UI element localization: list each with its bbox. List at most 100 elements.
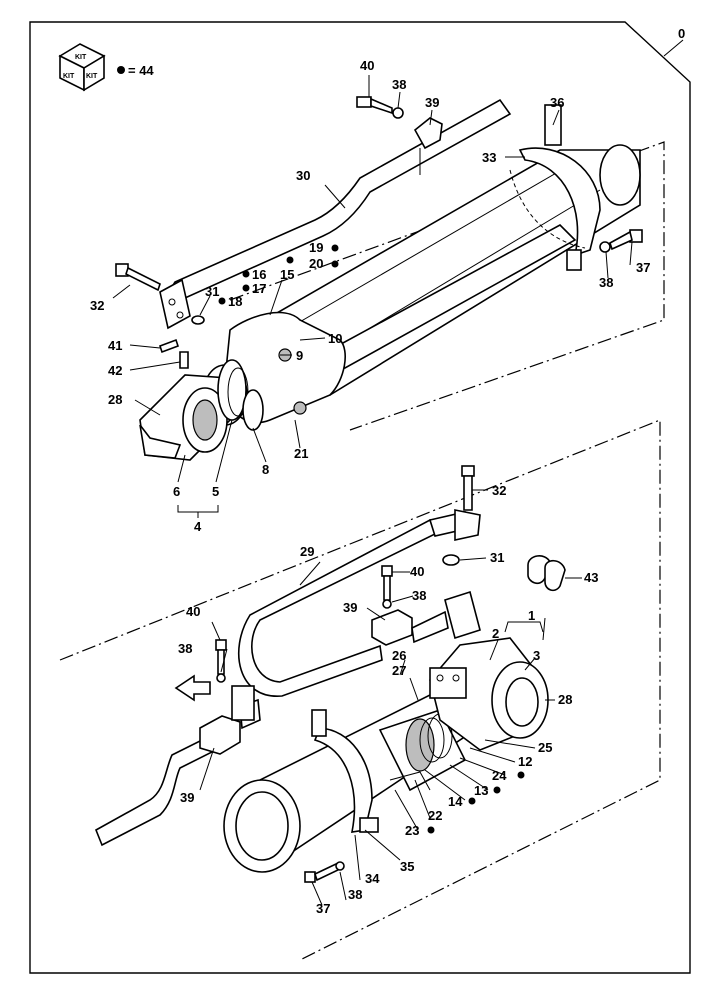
kit-legend-dot bbox=[117, 66, 125, 74]
callout-31-lower: 31 bbox=[490, 550, 504, 565]
drawing-number-leader bbox=[663, 39, 684, 57]
seal-8 bbox=[242, 389, 264, 431]
callout-34: 34 bbox=[365, 871, 380, 886]
callout-40-mid: 40 bbox=[410, 564, 424, 579]
callout-24: 24 bbox=[492, 768, 507, 783]
washer-38-mid bbox=[382, 599, 392, 609]
clamp-39-lower bbox=[199, 685, 261, 755]
kit-dot-15 bbox=[286, 256, 294, 264]
lower-boundary-line bbox=[59, 419, 661, 961]
kit-dot-20 bbox=[331, 260, 339, 268]
callout-26: 26 bbox=[392, 648, 406, 663]
callout-43: 43 bbox=[584, 570, 598, 585]
callout-39-mid: 39 bbox=[343, 600, 357, 615]
leader-lines bbox=[112, 75, 633, 906]
pipe-30 bbox=[168, 98, 512, 299]
pipe-lower-left bbox=[94, 733, 217, 847]
callout-12: 12 bbox=[518, 754, 532, 769]
callout-10: 10 bbox=[328, 331, 342, 346]
callout-labels: 40 38 39 36 33 30 19 20 16 15 17 18 31 3… bbox=[90, 58, 650, 916]
callout-30: 30 bbox=[296, 168, 310, 183]
bolt-37-lower bbox=[304, 862, 339, 883]
o-ring-31-lower bbox=[442, 554, 460, 566]
callout-40-upper: 40 bbox=[360, 58, 374, 73]
kit-cube-left-label: KIT bbox=[63, 73, 75, 80]
bolt-40-upper bbox=[356, 96, 393, 115]
callout-5: 5 bbox=[212, 484, 219, 499]
bushing-28-upper bbox=[139, 374, 231, 461]
callout-3: 3 bbox=[533, 648, 540, 663]
callout-1-bracket bbox=[504, 621, 544, 633]
callout-38-mid: 38 bbox=[412, 588, 426, 603]
callout-37-bottom: 37 bbox=[316, 901, 330, 916]
callout-32-lower: 32 bbox=[492, 483, 506, 498]
kit-cube-top-label: KIT bbox=[75, 54, 87, 61]
split-flange-43 bbox=[527, 555, 566, 592]
callout-27: 27 bbox=[392, 663, 406, 678]
kit-dot-17 bbox=[242, 284, 250, 292]
callout-25: 25 bbox=[538, 740, 552, 755]
callout-6: 6 bbox=[173, 484, 180, 499]
bolt-37-right bbox=[609, 229, 643, 251]
kit-dot-13 bbox=[493, 786, 501, 794]
callout-23: 23 bbox=[405, 823, 419, 838]
gland-and-piston-parts bbox=[378, 709, 467, 792]
callout-13: 13 bbox=[474, 783, 488, 798]
callout-19: 19 bbox=[309, 240, 323, 255]
callout-14: 14 bbox=[448, 794, 463, 809]
callout-38-bottom: 38 bbox=[348, 887, 362, 902]
drawing-number: 0 bbox=[678, 26, 685, 41]
callout-39-lower: 39 bbox=[180, 790, 194, 805]
callout-40-lower: 40 bbox=[186, 604, 200, 619]
callout-33: 33 bbox=[482, 150, 496, 165]
callout-4: 4 bbox=[194, 519, 202, 534]
callout-15: 15 bbox=[280, 267, 294, 282]
clamp-39-upper bbox=[413, 117, 443, 175]
callout-20: 20 bbox=[309, 256, 323, 271]
flange-32-upper bbox=[159, 278, 191, 330]
callout-35: 35 bbox=[400, 859, 414, 874]
kit-cube-right-label: KIT bbox=[86, 73, 98, 80]
callout-8: 8 bbox=[262, 462, 269, 477]
kit-legend-text: = 44 bbox=[128, 63, 154, 78]
callout-21: 21 bbox=[294, 446, 308, 461]
washer-38-lower-right bbox=[335, 861, 345, 871]
washer-38-lower bbox=[216, 673, 226, 683]
callout-38-lower: 38 bbox=[178, 641, 192, 656]
kit-dot-14 bbox=[468, 797, 476, 805]
kit-dot-23 bbox=[427, 826, 435, 834]
grease-nipple-42 bbox=[179, 351, 189, 369]
callout-22: 22 bbox=[428, 808, 442, 823]
callout-31-upper: 31 bbox=[205, 284, 219, 299]
callout-38-right: 38 bbox=[599, 275, 613, 290]
callout-39-upper: 39 bbox=[425, 95, 439, 110]
callout-1: 1 bbox=[528, 608, 535, 623]
direction-arrow-icon bbox=[174, 674, 211, 702]
clamp-34-lower bbox=[311, 709, 379, 833]
callout-41: 41 bbox=[108, 338, 122, 353]
flange-32-lower bbox=[454, 465, 481, 541]
o-ring-31-upper bbox=[191, 315, 205, 325]
sheet-border bbox=[29, 21, 691, 974]
kit-dot-16 bbox=[242, 270, 250, 278]
callout-29: 29 bbox=[300, 544, 314, 559]
callout-2: 2 bbox=[492, 626, 499, 641]
clamp-39-mid bbox=[371, 590, 481, 646]
bolt-32-upper bbox=[115, 263, 161, 292]
callout-38-upper: 38 bbox=[392, 77, 406, 92]
pipe-29 bbox=[237, 518, 436, 697]
bushing-28-lower bbox=[491, 661, 549, 739]
callout-18: 18 bbox=[228, 294, 242, 309]
callout-17: 17 bbox=[252, 281, 266, 296]
callout-37-right: 37 bbox=[636, 260, 650, 275]
callout-28-upper: 28 bbox=[108, 392, 122, 407]
callout-32-upper: 32 bbox=[90, 298, 104, 313]
kit-dot-18 bbox=[218, 297, 226, 305]
callout-16: 16 bbox=[252, 267, 266, 282]
washer-38-upper bbox=[392, 107, 404, 119]
callout-36: 36 bbox=[550, 95, 564, 110]
kit-cube-icon: KIT KIT KIT bbox=[58, 43, 106, 92]
washer-38-right bbox=[599, 241, 611, 253]
